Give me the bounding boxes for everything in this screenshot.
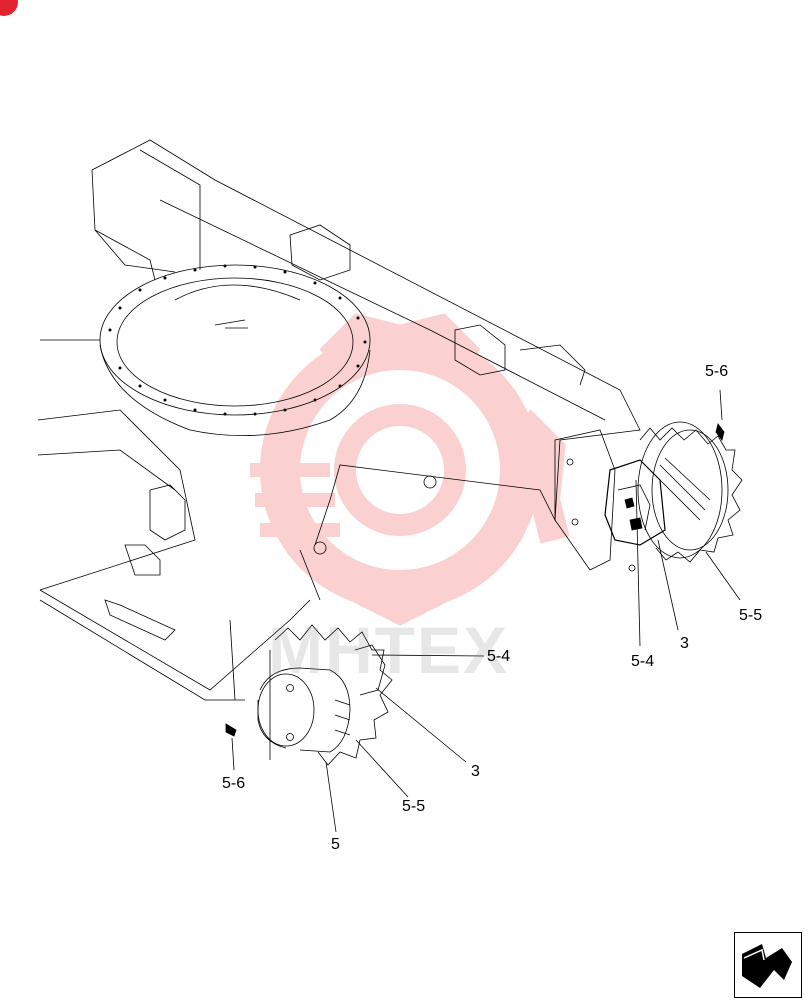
callout-left-5-4: 5-4 bbox=[487, 648, 511, 665]
undercarriage-frame bbox=[37, 139, 641, 701]
callout-left-5: 5 bbox=[331, 836, 340, 853]
callout-left-5-5: 5-5 bbox=[402, 798, 426, 815]
travel-motor-left bbox=[225, 624, 393, 766]
callout-right-5-6: 5-6 bbox=[705, 363, 729, 380]
callout-right-5-4: 5-4 bbox=[631, 653, 655, 670]
watermark-text: MHTEX bbox=[268, 613, 509, 687]
leader-lines bbox=[231, 389, 741, 833]
callout-left-3: 3 bbox=[471, 763, 480, 780]
corner-badge-icon bbox=[0, 0, 18, 16]
swing-bearing bbox=[99, 264, 371, 437]
callout-left-5-6: 5-6 bbox=[222, 775, 246, 792]
travel-motor-right bbox=[604, 421, 743, 563]
return-nav-button[interactable] bbox=[734, 932, 802, 998]
return-nav-icon-graphic bbox=[734, 932, 802, 998]
watermark-logo bbox=[250, 313, 570, 626]
callout-right-3: 3 bbox=[680, 635, 689, 652]
callout-right-5-5: 5-5 bbox=[739, 607, 763, 624]
